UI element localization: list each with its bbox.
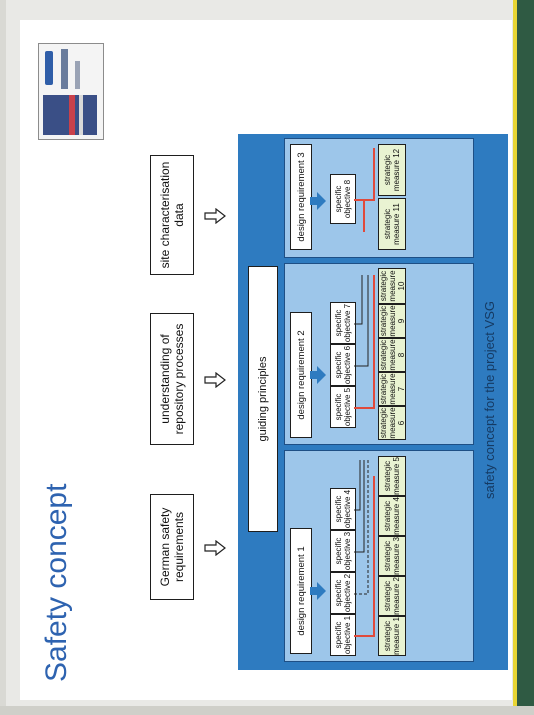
strategic-measure-11: strategic measure 11 [378, 198, 406, 250]
specific-objective-4: specific objective 4 [330, 488, 356, 530]
down-arrow-icon [204, 372, 226, 388]
down-arrow-icon [310, 192, 326, 210]
specific-objective-3: specific objective 3 [330, 530, 356, 572]
strategic-measure-3: strategic measure 3 [378, 536, 406, 576]
down-arrow-icon [204, 540, 226, 556]
specific-objective-6: specific objective 6 [330, 344, 356, 386]
conference-logo [38, 43, 104, 140]
strategic-measure-2: strategic measure 2 [378, 576, 406, 616]
strategic-measure-9: strategic measure 9 [378, 304, 406, 338]
connector-lines [354, 275, 375, 409]
down-arrow-icon [310, 582, 326, 600]
sponsor-logo-3 [75, 61, 80, 89]
strategic-measure-10: strategic measure 10 [378, 268, 406, 304]
specific-objective-8: specific objective 8 [330, 174, 356, 224]
specific-objective-5: specific objective 5 [330, 386, 356, 428]
strategic-measure-6: strategic measure 6 [378, 406, 406, 440]
design-requirement-1-label: design requirement 1 [290, 528, 312, 654]
input-box-1: German safety requirements [150, 494, 194, 600]
strategic-measure-5: strategic measure 5 [378, 456, 406, 496]
sponsor-logo-2 [61, 49, 68, 89]
connector-lines [354, 460, 375, 637]
page-left-edge [0, 0, 6, 715]
strategic-measure-8: strategic measure 8 [378, 338, 406, 372]
logo-flag-stripe [69, 95, 75, 135]
strategic-measure-7: strategic measure 7 [378, 372, 406, 406]
panel-footer-caption: safety concept for the project VSG [482, 301, 497, 499]
design-requirement-2-label: design requirement 2 [290, 312, 312, 438]
down-arrow-icon [204, 208, 226, 224]
yellow-edge-stripe [513, 0, 518, 715]
page-bottom-edge [0, 706, 534, 715]
connector-lines [354, 148, 375, 232]
logo-flag-stripe-2 [79, 95, 83, 135]
strategic-measure-1: strategic measure 1 [378, 616, 406, 656]
sponsor-logo-1 [45, 51, 53, 85]
strategic-measure-12: strategic measure 12 [378, 144, 406, 196]
rotated-slide: Safety concept German safety requirement… [20, 20, 512, 700]
input-box-3: site characterisation data [150, 155, 194, 275]
input-box-2: understanding of repository processes [150, 313, 194, 445]
strategic-measure-4: strategic measure 4 [378, 496, 406, 536]
specific-objective-2: specific objective 2 [330, 572, 356, 614]
slide-title: Safety concept [40, 483, 73, 682]
specific-objective-7: specific objective 7 [330, 302, 356, 344]
design-requirement-3-label: design requirement 3 [290, 144, 312, 250]
down-arrow-icon [310, 366, 326, 384]
specific-objective-1: specific objective 1 [330, 614, 356, 656]
green-edge-stripe [517, 0, 534, 715]
guiding-principles-box: guiding principles [248, 266, 278, 532]
